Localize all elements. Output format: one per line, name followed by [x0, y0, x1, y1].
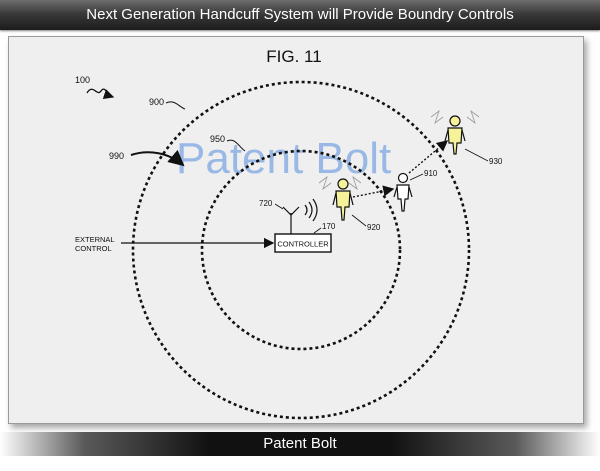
ref-920-leader — [351, 214, 367, 227]
outer-boundary-circle — [131, 80, 471, 420]
ref-920-label: 920 — [367, 223, 381, 232]
inner-boundary-circle — [200, 149, 402, 351]
ref-100-label: 100 — [75, 75, 90, 85]
external-control-label-line2: Control — [75, 244, 112, 253]
ref-900-label: 900 — [149, 97, 164, 107]
ref-900-leader — [165, 101, 186, 110]
ref-720-leader — [274, 203, 284, 210]
ref-950-leader — [226, 139, 246, 152]
patent-diagram: Patent Bolt FIG. 11 100 900 950 990 Exte… — [75, 47, 503, 420]
ref-910-label: 910 — [424, 169, 438, 178]
controller-label: Controller — [277, 240, 329, 249]
ref-930-label: 930 — [489, 157, 503, 166]
person-920-icon — [318, 175, 362, 221]
ref-910-leader — [409, 173, 424, 181]
ref-950-label: 950 — [210, 134, 225, 144]
ref-720-label: 720 — [259, 199, 273, 208]
patent-figure-frame: Patent Bolt FIG. 11 100 900 950 990 Exte… — [8, 36, 584, 424]
external-control-label-line1: External — [75, 235, 115, 244]
ref-100-squiggle-arrow — [86, 88, 115, 100]
link-arrow-920-910 — [352, 185, 395, 198]
header-title: Next Generation Handcuff System will Pro… — [0, 0, 600, 30]
footer-brand: Patent Bolt — [0, 432, 600, 456]
ref-170-label: 170 — [322, 222, 336, 231]
fig-label: FIG. 11 — [266, 47, 321, 66]
link-arrow-910-930 — [408, 140, 449, 174]
person-910-icon — [393, 172, 413, 212]
ref-990-label: 990 — [109, 151, 124, 161]
ref-930-leader — [464, 148, 489, 162]
controller-box: Controller — [274, 233, 332, 253]
person-930-icon — [430, 109, 480, 155]
watermark-text: Patent Bolt — [176, 134, 391, 183]
antenna-icon — [282, 198, 318, 234]
ref-170-leader — [313, 227, 322, 234]
ref-990-arrow — [130, 149, 185, 167]
